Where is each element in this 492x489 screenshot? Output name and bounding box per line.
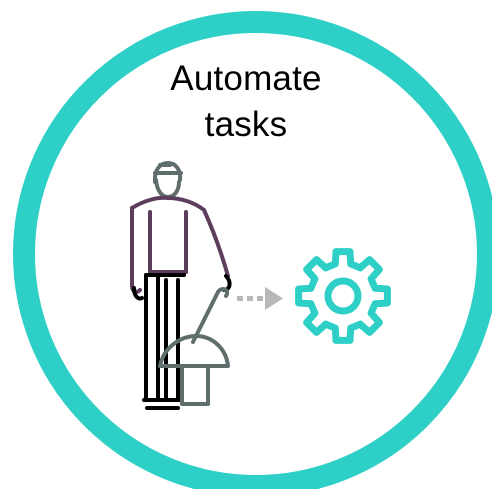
- dotted-arrow-icon: [237, 287, 283, 310]
- person-icon: [130, 161, 232, 410]
- lever-icon: [158, 287, 230, 406]
- title-line-2: tasks: [204, 105, 288, 144]
- gear-outline: [295, 248, 391, 344]
- gear-icon: [295, 248, 391, 344]
- badge-title: Automate tasks: [96, 56, 396, 148]
- title-line-1: Automate: [170, 59, 322, 98]
- gear-hole: [324, 277, 362, 315]
